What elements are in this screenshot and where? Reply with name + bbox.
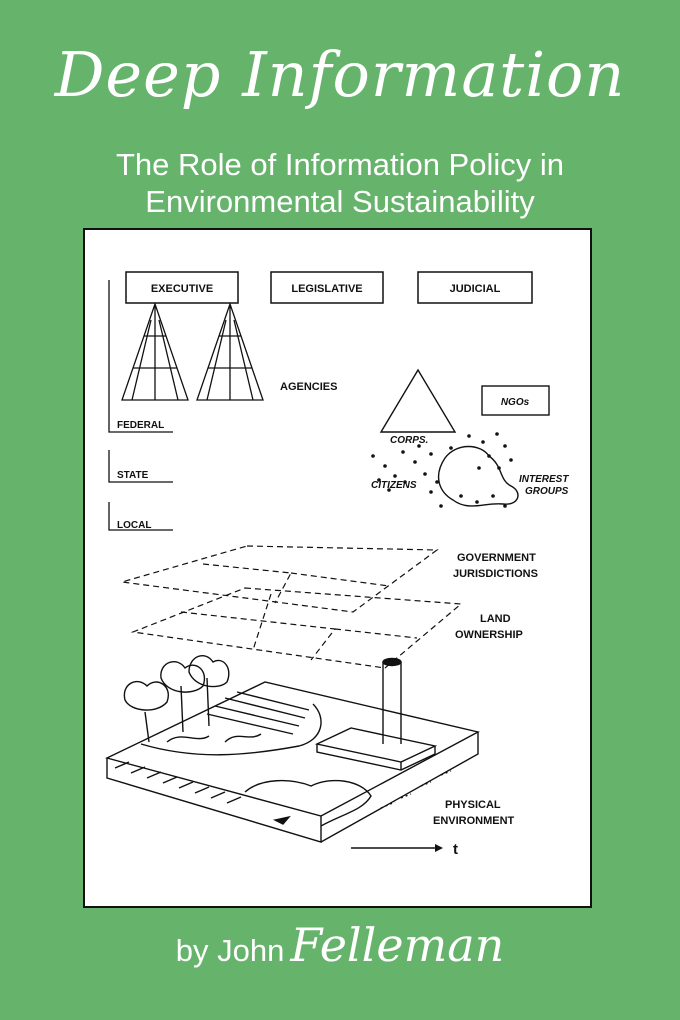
cover-illustration: EXECUTIVE LEGISLATIVE JUDICIAL AGENCIES … xyxy=(83,228,592,908)
side-stippling xyxy=(380,770,452,809)
byline-by-john: by John xyxy=(175,933,285,968)
citizen-dot xyxy=(477,466,481,470)
water-pocket xyxy=(244,779,372,827)
citizen-dot xyxy=(497,466,501,470)
citizen-dot xyxy=(503,504,507,508)
phys-label-2: ENVIRONMENT xyxy=(433,815,515,827)
subtitle-line-1: The Role of Information Policy in xyxy=(116,147,564,182)
citizen-dot xyxy=(417,444,421,448)
land-label-2: OWNERSHIP xyxy=(455,629,523,641)
gov-label-2: JURISDICTIONS xyxy=(453,568,538,580)
citizen-dot xyxy=(413,460,417,464)
executive-box xyxy=(125,271,239,304)
ngo-box xyxy=(481,385,550,416)
citizen-dots xyxy=(371,432,513,508)
tree-1 xyxy=(123,681,169,711)
citizen-dot xyxy=(495,432,499,436)
smokestack xyxy=(382,662,402,744)
citizen-dot xyxy=(429,452,433,456)
ownership-layer xyxy=(130,587,463,669)
time-arrowhead xyxy=(435,844,443,852)
state-label: STATE xyxy=(117,470,149,481)
phys-label-1: PHYSICAL xyxy=(445,799,501,811)
citizen-dot xyxy=(435,480,439,484)
interest-group-blob xyxy=(437,445,519,507)
ownership-outline xyxy=(130,587,463,669)
citizen-dot xyxy=(503,444,507,448)
tree-2 xyxy=(160,660,206,693)
citizen-dot xyxy=(387,488,391,492)
citizen-dot xyxy=(487,454,491,458)
citizens-label: CITIZENS xyxy=(371,480,417,491)
legislative-box xyxy=(270,271,384,304)
fish xyxy=(272,815,291,825)
stratum-hatching xyxy=(114,761,242,804)
subtitle-line-2: Environmental Sustainability xyxy=(145,184,535,219)
pyramid-left xyxy=(121,302,189,401)
agency-pyramids xyxy=(121,302,264,401)
local-label: LOCAL xyxy=(117,520,151,531)
jurisdiction-outline xyxy=(121,545,439,613)
interest-label-1: INTEREST xyxy=(519,474,569,485)
judicial-box xyxy=(417,271,533,304)
state-bracket xyxy=(108,450,173,483)
ngo-label: NGOs xyxy=(501,397,530,408)
citizen-dot xyxy=(449,446,453,450)
field-boundary xyxy=(140,703,322,756)
citizen-dot xyxy=(429,490,433,494)
factory-base-sides xyxy=(316,744,436,771)
stream xyxy=(166,733,262,743)
terrain-front xyxy=(106,758,322,843)
book-subtitle: The Role of Information Policy in Enviro… xyxy=(0,146,680,220)
interest-label-2: GROUPS xyxy=(525,486,569,497)
citizen-dot xyxy=(383,464,387,468)
terrain-side xyxy=(320,732,479,843)
local-bracket xyxy=(108,502,173,531)
citizen-dot xyxy=(459,494,463,498)
branch-boxes: EXECUTIVE LEGISLATIVE JUDICIAL xyxy=(125,271,533,304)
jurisdiction-layer xyxy=(121,545,439,613)
citizen-dot xyxy=(491,494,495,498)
corps-triangle xyxy=(379,368,457,433)
citizen-dot xyxy=(401,450,405,454)
citizen-dot xyxy=(509,458,513,462)
citizen-dot xyxy=(481,440,485,444)
smokestack-top xyxy=(382,657,402,667)
terrain-block xyxy=(105,654,480,843)
tree-3 xyxy=(188,654,230,688)
federal-bracket xyxy=(108,280,173,433)
judicial-label: JUDICIAL xyxy=(450,283,501,295)
author-last-name: Felleman xyxy=(290,918,505,972)
gov-label-1: GOVERNMENT xyxy=(457,552,536,564)
executive-label: EXECUTIVE xyxy=(151,283,213,295)
land-label-1: LAND xyxy=(480,613,511,625)
field-rows xyxy=(206,691,310,735)
citizen-dot xyxy=(475,500,479,504)
illustration-svg: EXECUTIVE LEGISLATIVE JUDICIAL AGENCIES … xyxy=(105,271,569,858)
federal-label: FEDERAL xyxy=(117,420,164,431)
time-axis-label: t xyxy=(453,841,458,858)
citizen-dot xyxy=(393,474,397,478)
pyramid-right xyxy=(196,302,264,401)
citizen-dot xyxy=(371,454,375,458)
agencies-label: AGENCIES xyxy=(280,381,337,393)
level-brackets xyxy=(108,280,173,531)
citizen-dot xyxy=(423,472,427,476)
citizen-dot xyxy=(403,480,407,484)
citizen-dot xyxy=(439,504,443,508)
jurisdiction-divisions xyxy=(202,563,390,604)
legislative-label: LEGISLATIVE xyxy=(291,283,362,295)
corps-label: CORPS. xyxy=(390,435,428,446)
citizen-dot xyxy=(467,434,471,438)
citizen-dot xyxy=(377,478,381,482)
book-title: Deep Information xyxy=(54,38,626,111)
ownership-divisions xyxy=(180,593,418,661)
